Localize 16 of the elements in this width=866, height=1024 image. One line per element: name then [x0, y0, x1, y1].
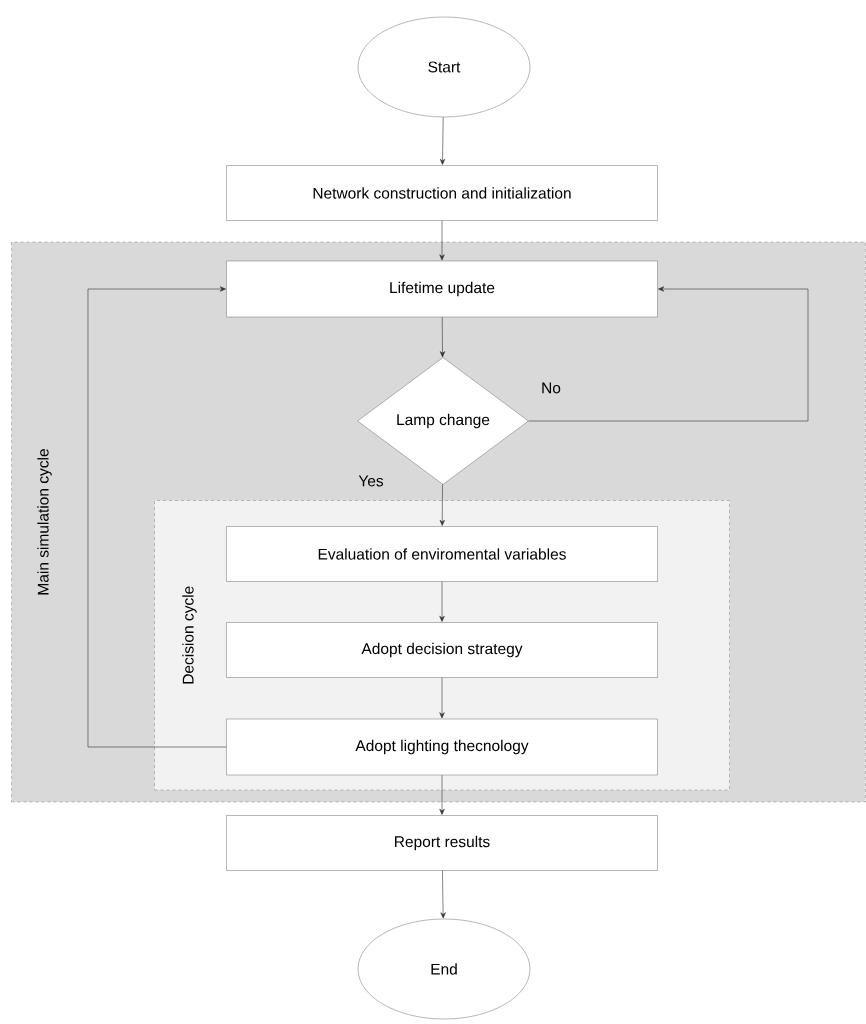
arrow — [439, 677, 445, 719]
process-box: Evaluation of enviromental variables — [226, 526, 658, 582]
process-box: Network construction and initialization — [226, 165, 658, 221]
arrow — [439, 484, 445, 526]
arrow — [439, 316, 446, 358]
process-box: Report results — [226, 815, 658, 871]
arrow — [528, 286, 809, 422]
arrow — [439, 116, 446, 165]
process-box: Adopt lighting thecnology — [226, 718, 658, 776]
process-box: Lifetime update — [226, 260, 658, 318]
arrow — [87, 286, 227, 748]
arrow — [440, 870, 446, 919]
arrow — [439, 220, 445, 261]
arrow — [439, 581, 445, 622]
arrow — [439, 774, 445, 815]
process-box: Adopt decision strategy — [226, 622, 658, 678]
